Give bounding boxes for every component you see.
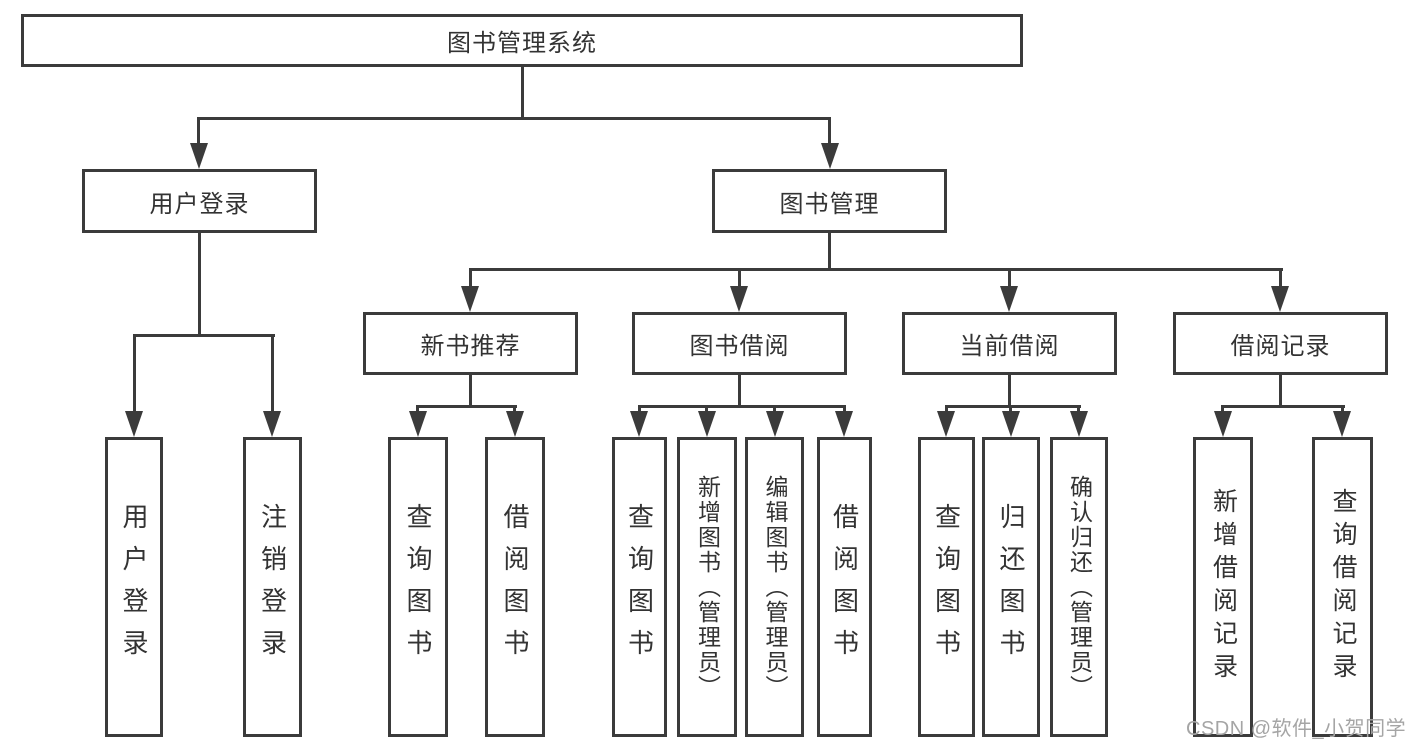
arrow-down-icon [937, 411, 955, 437]
connector-line [469, 268, 1283, 271]
node-book-management: 图书管理 [712, 169, 947, 233]
connector-line [197, 117, 831, 120]
arrow-down-icon [461, 286, 479, 312]
connector-line [738, 375, 741, 408]
connector-line [1008, 268, 1011, 288]
arrow-down-icon [125, 411, 143, 437]
leaf-edit-books-admin-label: 编辑图书（管理员） [762, 474, 788, 700]
connector-line [945, 405, 948, 415]
leaf-add-borrow-record-label: 新增借阅记录 [1209, 488, 1238, 686]
arrow-down-icon [1070, 411, 1088, 437]
leaf-query-books-current: 查询图书 [918, 437, 975, 737]
arrow-down-icon [698, 411, 716, 437]
arrow-down-icon [630, 411, 648, 437]
connector-line [1341, 405, 1344, 415]
leaf-logout: 注销登录 [243, 437, 302, 737]
connector-line [469, 375, 472, 408]
connector-line [1008, 375, 1011, 408]
arrow-down-icon [1000, 286, 1018, 312]
connector-line [197, 117, 200, 147]
leaf-return-books: 归还图书 [982, 437, 1040, 737]
connector-line [1279, 268, 1282, 288]
node-current-borrow-label: 当前借阅 [959, 333, 1060, 360]
connector-line [1077, 405, 1080, 415]
connector-line [416, 405, 419, 415]
node-user-login: 用户登录 [82, 169, 317, 233]
arrow-down-icon [263, 411, 281, 437]
node-root-label: 图书管理系统 [447, 30, 597, 57]
connector-line [1279, 375, 1282, 408]
node-user-login-label: 用户登录 [149, 190, 250, 218]
connector-line [738, 268, 741, 288]
node-borrow-records: 借阅记录 [1173, 312, 1388, 375]
connector-line [133, 334, 275, 337]
arrow-down-icon [835, 411, 853, 437]
connector-line [638, 405, 846, 408]
leaf-query-books-recommend-label: 查询图书 [403, 503, 433, 671]
node-book-management-label: 图书管理 [779, 190, 880, 218]
connector-line [133, 334, 136, 414]
leaf-user-login: 用户登录 [105, 437, 163, 737]
connector-line [469, 268, 472, 288]
connector-line [1221, 405, 1345, 408]
connector-line [843, 405, 846, 415]
arrow-down-icon [730, 286, 748, 312]
leaf-user-login-label: 用户登录 [119, 503, 149, 671]
arrow-down-icon [190, 143, 208, 169]
connector-line [638, 405, 641, 415]
leaf-query-borrow-record-label: 查询借阅记录 [1329, 488, 1357, 686]
leaf-add-borrow-record: 新增借阅记录 [1193, 437, 1253, 737]
leaf-borrow-books: 借阅图书 [817, 437, 872, 737]
node-root: 图书管理系统 [21, 14, 1023, 67]
connector-line [705, 405, 708, 415]
node-borrow-records-label: 借阅记录 [1230, 333, 1331, 360]
leaf-borrow-books-recommend-label: 借阅图书 [500, 503, 530, 671]
leaf-borrow-books-label: 借阅图书 [829, 503, 860, 671]
node-new-book-recommend: 新书推荐 [363, 312, 578, 375]
node-current-borrow: 当前借阅 [902, 312, 1117, 375]
arrow-down-icon [766, 411, 784, 437]
leaf-query-books-current-label: 查询图书 [931, 503, 962, 671]
connector-line [828, 233, 831, 271]
node-book-borrow-label: 图书借阅 [689, 333, 790, 360]
connector-line [1009, 405, 1012, 415]
arrow-down-icon [506, 411, 524, 437]
connector-line [198, 233, 201, 337]
leaf-borrow-books-recommend: 借阅图书 [485, 437, 545, 737]
connector-line [1221, 405, 1224, 415]
watermark: CSDN @软件_小贺同学 [1186, 718, 1405, 740]
leaf-query-books-borrow: 查询图书 [612, 437, 667, 737]
connector-line [271, 334, 274, 414]
arrow-down-icon [821, 143, 839, 169]
connector-line [416, 405, 517, 408]
node-book-borrow: 图书借阅 [632, 312, 847, 375]
leaf-logout-label: 注销登录 [257, 503, 288, 671]
leaf-confirm-return-admin: 确认归还（管理员） [1050, 437, 1108, 737]
arrow-down-icon [1333, 411, 1351, 437]
connector-line [521, 67, 524, 118]
connector-line [945, 405, 1081, 408]
leaf-add-books-admin-label: 新增图书（管理员） [694, 474, 721, 700]
connector-line [513, 405, 516, 415]
leaf-query-borrow-record: 查询借阅记录 [1312, 437, 1373, 737]
leaf-edit-books-admin: 编辑图书（管理员） [745, 437, 804, 737]
node-new-book-recommend-label: 新书推荐 [420, 333, 521, 360]
arrow-down-icon [1271, 286, 1289, 312]
leaf-confirm-return-admin-label: 确认归还（管理员） [1066, 474, 1093, 700]
connector-line [828, 117, 831, 147]
connector-line [773, 405, 776, 415]
arrow-down-icon [409, 411, 427, 437]
leaf-query-books-recommend: 查询图书 [388, 437, 448, 737]
arrow-down-icon [1002, 411, 1020, 437]
leaf-return-books-label: 归还图书 [996, 503, 1026, 671]
arrow-down-icon [1214, 411, 1232, 437]
leaf-query-books-borrow-label: 查询图书 [624, 503, 655, 671]
leaf-add-books-admin: 新增图书（管理员） [677, 437, 737, 737]
